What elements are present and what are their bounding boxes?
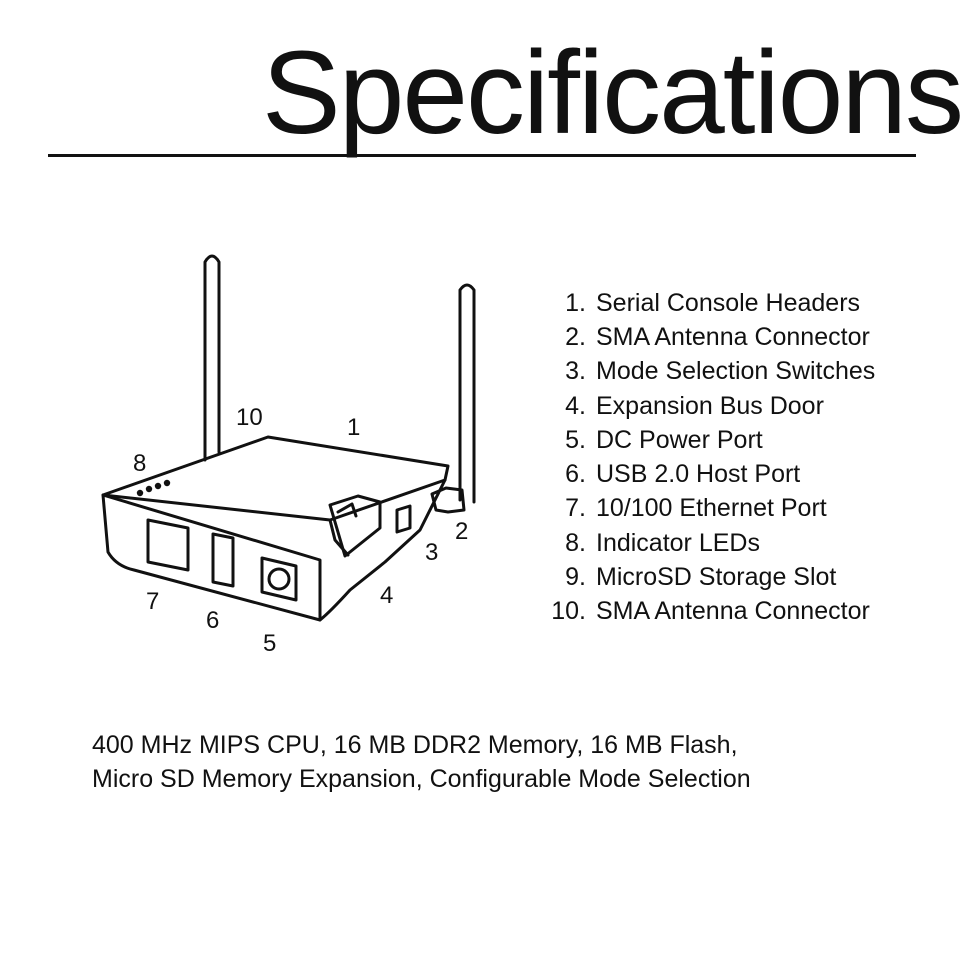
- legend-item: 2. SMA Antenna Connector: [538, 320, 875, 354]
- legend-number: 4.: [565, 391, 586, 420]
- legend-item: 9. MicroSD Storage Slot: [538, 560, 875, 594]
- legend-number: 2.: [565, 322, 586, 351]
- page-title: Specifications: [262, 27, 964, 159]
- legend-number: 6.: [565, 460, 586, 489]
- legend-label: USB 2.0 Host Port: [596, 460, 801, 489]
- legend-item: 5. DC Power Port: [538, 423, 875, 457]
- legend-number: 10.: [551, 597, 586, 626]
- legend-number: 5.: [565, 425, 586, 454]
- callout-5: 5: [263, 630, 277, 657]
- legend-number: 7.: [565, 494, 586, 523]
- legend-item: 3. Mode Selection Switches: [538, 355, 875, 389]
- legend-label: Serial Console Headers: [596, 288, 861, 317]
- callout-7: 7: [146, 588, 160, 615]
- callout-2: 2: [455, 518, 469, 545]
- router-illustration: [101, 254, 476, 622]
- legend-label: Mode Selection Switches: [596, 357, 876, 386]
- legend-item: 8. Indicator LEDs: [538, 526, 875, 560]
- callout-3: 3: [425, 539, 439, 566]
- legend-label: DC Power Port: [596, 425, 763, 454]
- callout-1: 1: [347, 414, 361, 441]
- callout-10: 10: [236, 404, 263, 431]
- legend-item: 7. 10/100 Ethernet Port: [538, 492, 875, 526]
- legend-number: 1.: [565, 288, 586, 317]
- legend-label: SMA Antenna Connector: [596, 322, 870, 351]
- legend-label: 10/100 Ethernet Port: [596, 494, 827, 523]
- title-rule: [48, 154, 916, 157]
- legend-number: 9.: [565, 563, 586, 592]
- legend-label: MicroSD Storage Slot: [596, 563, 837, 592]
- callout-8: 8: [133, 450, 147, 477]
- legend-label: Expansion Bus Door: [596, 391, 824, 420]
- spec-summary: 400 MHz MIPS CPU, 16 MB DDR2 Memory, 16 …: [92, 728, 751, 796]
- component-legend: 1. Serial Console Headers 2. SMA Antenna C…: [538, 286, 875, 629]
- legend-label: Indicator LEDs: [596, 528, 760, 557]
- callout-6: 6: [206, 607, 220, 634]
- summary-line-2: Micro SD Memory Expansion, Configurable …: [92, 765, 751, 793]
- legend-label: SMA Antenna Connector: [596, 597, 870, 626]
- legend-item: 6. USB 2.0 Host Port: [538, 457, 875, 491]
- legend-item: 4. Expansion Bus Door: [538, 389, 875, 423]
- summary-line-1: 400 MHz MIPS CPU, 16 MB DDR2 Memory, 16 …: [92, 731, 738, 759]
- legend-number: 8.: [565, 528, 586, 557]
- legend-item: 1. Serial Console Headers: [538, 286, 875, 320]
- callout-4: 4: [380, 582, 394, 609]
- legend-number: 3.: [565, 357, 586, 386]
- legend-item: 10. SMA Antenna Connector: [538, 595, 875, 629]
